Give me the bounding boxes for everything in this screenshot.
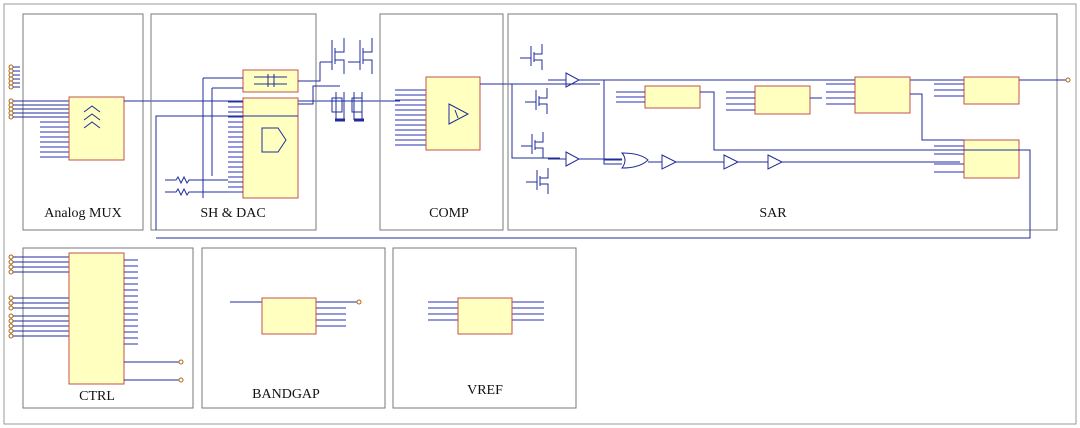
comp-frame[interactable]: COMP — [379, 13, 600, 231]
sheet-border — [3, 3, 1077, 425]
transistor-pair-icon — [320, 38, 373, 122]
sample-hold-switch — [242, 69, 299, 93]
sar-output-port — [1065, 77, 1071, 83]
analog-mux-label: Analog MUX — [44, 206, 121, 221]
buffer-gate-icon — [661, 154, 678, 170]
bandgap-label: BANDGAP — [252, 387, 320, 402]
comparator-symbol — [425, 76, 481, 151]
ctrl-input-ports — [8, 254, 14, 339]
vref-frame[interactable]: VREF — [392, 247, 577, 409]
comparator-icon — [448, 103, 470, 125]
analog-mux-frame[interactable]: Analog MUX — [8, 13, 400, 231]
sh-dac-label: SH & DAC — [200, 206, 265, 221]
buffer-gate-icon — [565, 151, 581, 167]
switch-icon — [83, 105, 101, 129]
transistor-icon — [525, 88, 548, 114]
ctrl-symbol — [68, 252, 125, 385]
dac-symbol — [242, 97, 299, 199]
buffer-gate-icon — [565, 72, 581, 88]
transistor-icon — [521, 132, 544, 158]
mux-input-ports — [8, 64, 69, 120]
or-gate-icon — [620, 152, 649, 169]
switch-icon — [254, 74, 287, 87]
buffer-gate-icon — [723, 154, 740, 170]
vref-symbol — [457, 297, 513, 335]
sh-dac-frame[interactable]: SH & DAC — [150, 13, 340, 231]
ctrl-label: CTRL — [79, 389, 115, 404]
vref-label: VREF — [467, 383, 503, 398]
ctrl-frame[interactable]: CTRL — [8, 247, 194, 409]
sar-frame[interactable]: SAR — [156, 13, 1071, 239]
dac-icon — [261, 127, 287, 153]
transistor-icon — [526, 168, 549, 194]
bandgap-frame[interactable]: BANDGAP — [201, 247, 386, 409]
transistor-icon — [520, 44, 543, 70]
sar-label: SAR — [759, 206, 787, 221]
mux-symbol — [68, 96, 125, 161]
resistor-icon — [165, 175, 228, 197]
buffer-gate-icon — [767, 154, 784, 170]
register-blocks — [644, 76, 1020, 179]
comp-label: COMP — [429, 206, 469, 221]
bandgap-symbol — [261, 297, 317, 335]
